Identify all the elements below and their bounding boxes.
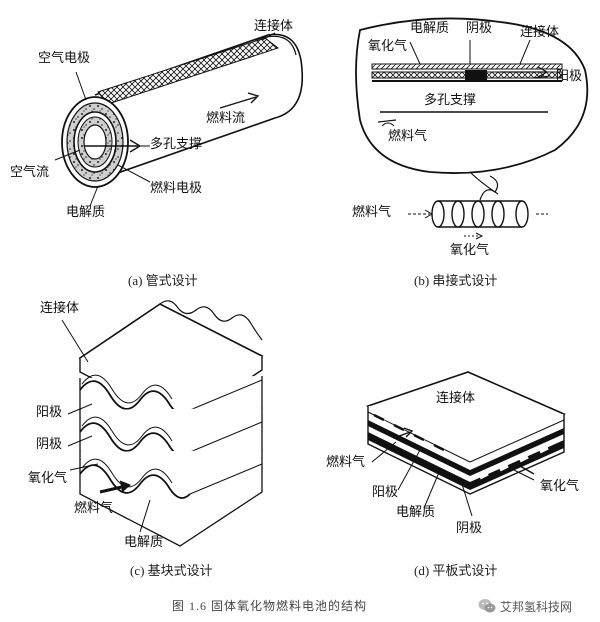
label-electrolyte-b: 电解质 — [410, 21, 450, 36]
planar-design-drawing — [365, 371, 566, 517]
label-oxidant-b: 氧化气 — [368, 39, 408, 54]
label-fuel-gas-d: 燃料气 — [326, 455, 366, 470]
watermark: 艾邦氢科技网 — [478, 596, 572, 616]
caption-b: (b) 串接式设计 — [414, 273, 498, 288]
label-connector-c: 连接体 — [40, 301, 80, 316]
label-air-flow: 空气流 — [10, 165, 50, 180]
label-anode-c: 阳极 — [36, 405, 63, 420]
label-cathode-b: 阴极 — [466, 21, 493, 36]
series-design-drawing — [355, 17, 589, 240]
label-electrolyte-c: 电解质 — [124, 535, 164, 550]
caption-a: (a) 管式设计 — [128, 273, 198, 288]
label-electrolyte-d: 电解质 — [396, 505, 436, 520]
label-air-electrode: 空气电极 — [38, 51, 91, 66]
label-connector-b: 连接体 — [520, 25, 560, 40]
label-oxidant-c: 氧化气 — [28, 471, 68, 486]
tubular-design-drawing — [54, 32, 304, 207]
label-fuel-flow: 燃料流 — [206, 111, 246, 126]
label-anode-b: 阳极 — [556, 69, 583, 84]
caption-d: (d) 平板式设计 — [414, 563, 498, 578]
label-electrolyte-a: 电解质 — [66, 205, 106, 220]
label-connector-a: 连接体 — [254, 19, 294, 34]
label-oxidant-b-bottom: 氧化气 — [450, 243, 490, 258]
label-cathode-c: 阴极 — [36, 437, 63, 452]
label-anode-d: 阳极 — [372, 485, 399, 500]
watermark-text: 艾邦氢科技网 — [500, 599, 573, 614]
label-connector-d: 连接体 — [436, 391, 476, 406]
label-oxidant-d: 氧化气 — [540, 479, 580, 494]
label-fuel-gas-b-top: 燃料气 — [388, 129, 428, 144]
wechat-icon — [478, 598, 496, 614]
series-cell-chain — [408, 175, 548, 240]
label-porous-support-b: 多孔支撑 — [424, 93, 477, 108]
monolithic-design-drawing — [61, 300, 264, 547]
caption-c: (c) 基块式设计 — [130, 563, 213, 578]
label-fuel-gas-b-bottom: 燃料气 — [352, 205, 392, 220]
label-fuel-gas-c: 燃料气 — [74, 501, 114, 516]
figure-caption: 图 1.6 固体氧化物燃料电池的结构 — [172, 599, 368, 613]
label-porous-support-a: 多孔支撑 — [150, 137, 203, 152]
label-cathode-d: 阴极 — [456, 521, 483, 536]
label-fuel-electrode: 燃料电极 — [150, 181, 203, 196]
